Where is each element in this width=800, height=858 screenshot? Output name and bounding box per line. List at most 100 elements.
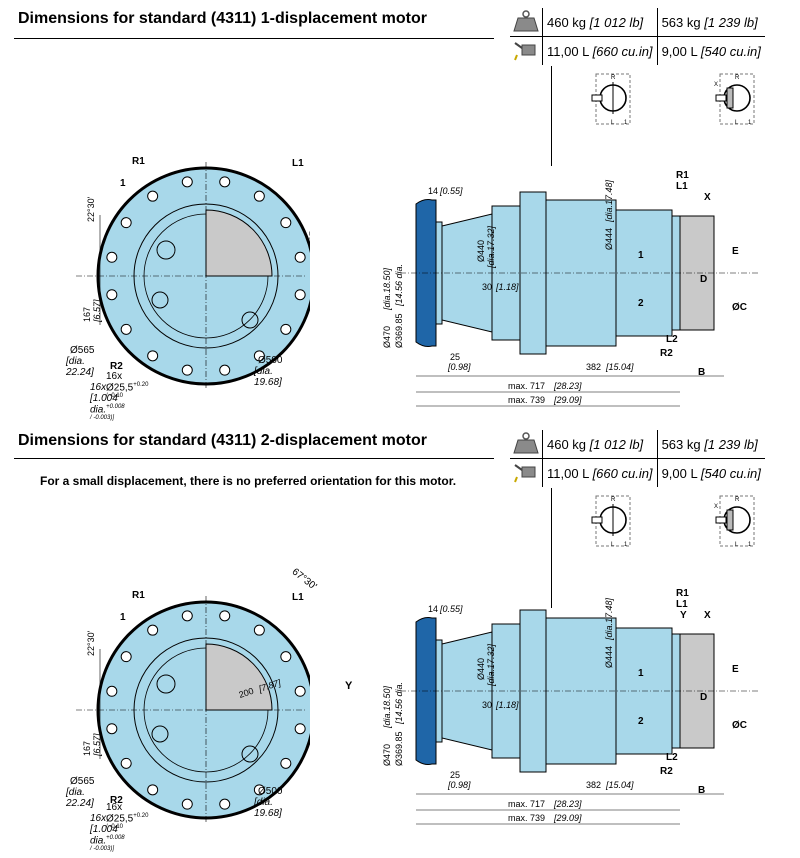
label-r2: R2 bbox=[660, 348, 673, 359]
dim-565: Ø565 bbox=[70, 776, 95, 787]
dim-500-imperial: [dia. 19.68] bbox=[254, 366, 282, 388]
weight-std: 460 kg bbox=[547, 436, 587, 452]
label-port-2: 2 bbox=[638, 716, 644, 727]
dim-30-imperial: [1.18] bbox=[495, 282, 519, 292]
dim-500-imperial: [dia. 19.68] bbox=[254, 797, 282, 819]
oil-alt-imperial: [540 cu.in] bbox=[700, 43, 761, 59]
port-label-x: X bbox=[714, 82, 718, 88]
label-port-1: 1 bbox=[638, 250, 644, 261]
dim-565-imperial: [dia. 22.24] bbox=[66, 356, 94, 378]
hole-spec-imperial: 16x [1.004 dia.+0.008 / -0.003)] bbox=[90, 382, 125, 422]
section-title: Dimensions for standard (4311) 2-displac… bbox=[18, 432, 427, 449]
label-r1: R1 bbox=[132, 590, 145, 601]
dim-14-imperial: [0.55] bbox=[439, 604, 463, 614]
bolt-hole bbox=[120, 757, 132, 769]
dim-30-imperial: [1.18] bbox=[495, 700, 519, 710]
port-label-1: 1 bbox=[624, 120, 628, 126]
label-x: X bbox=[704, 610, 711, 621]
dim-167-right: 167 bbox=[308, 231, 310, 246]
oil-can-icon bbox=[510, 37, 543, 66]
bolt-hole bbox=[294, 685, 306, 697]
label-l2: L2 bbox=[666, 334, 678, 345]
dim-max-717-imperial: [28.23] bbox=[553, 381, 582, 391]
label-x: X bbox=[704, 192, 711, 203]
weight-std-imperial: [1 012 lb] bbox=[589, 436, 644, 452]
label-r2: R2 bbox=[110, 361, 123, 372]
dim-167: 167 bbox=[82, 741, 92, 756]
label-b: B bbox=[698, 785, 705, 796]
dimension-section: Dimensions for standard (4311) 2-displac… bbox=[0, 424, 800, 852]
table-divider bbox=[551, 66, 552, 166]
label-c: ØC bbox=[732, 720, 747, 731]
bolt-hole bbox=[280, 217, 292, 229]
bolt-hole bbox=[120, 323, 132, 335]
oil-alt-imperial: [540 cu.in] bbox=[700, 465, 761, 481]
port-schematic-standard: R L 1 bbox=[591, 495, 631, 548]
side-view-drawing: 1 2 14 [0.55] Ø470 [dia.18.50] Ø369.85 [… bbox=[382, 588, 760, 825]
dim-382-imperial: [15.04] bbox=[605, 362, 634, 372]
oil-alt: 9,00 L bbox=[661, 43, 698, 59]
port-label-1: 1 bbox=[748, 542, 752, 548]
bolt-hole bbox=[294, 251, 306, 263]
label-y: Y bbox=[680, 610, 687, 621]
dim-470: Ø470 bbox=[382, 744, 392, 766]
dim-167-imperial: [6.57] bbox=[92, 299, 102, 323]
bolt-holes bbox=[106, 610, 306, 810]
dim-440-imperial: [dia.17.32] bbox=[486, 643, 496, 687]
label-l1: L1 bbox=[292, 592, 304, 603]
bolt-hole bbox=[147, 624, 159, 636]
dim-max-739-imperial: [29.09] bbox=[553, 395, 582, 405]
dim-369-imperial: [14.56 dia. bbox=[394, 264, 404, 307]
port-label-1: 1 bbox=[748, 120, 752, 126]
dim-369: Ø369.85 bbox=[394, 313, 404, 348]
dim-25-imperial: [0.98] bbox=[447, 362, 471, 372]
oil-std-imperial: [660 cu.in] bbox=[592, 43, 653, 59]
label-l2: L2 bbox=[666, 752, 678, 763]
port-label-l: L bbox=[735, 120, 739, 126]
port-label-l: L bbox=[735, 542, 739, 548]
dim-max-717: max. 717 bbox=[508, 799, 545, 809]
bolt-hole bbox=[219, 176, 231, 188]
section-note: For a small displacement, there is no pr… bbox=[40, 474, 457, 488]
label-r2: R2 bbox=[660, 766, 673, 777]
bolt-hole bbox=[280, 651, 292, 663]
port-label-r: R bbox=[735, 497, 740, 503]
bolt-hole bbox=[253, 350, 265, 362]
weight-alt-imperial: [1 239 lb] bbox=[704, 14, 758, 30]
port-schematic-alternate: X R L 1 bbox=[714, 73, 755, 126]
bolt-hole bbox=[106, 251, 118, 263]
label-d: D bbox=[700, 692, 707, 703]
oil-std: 11,00 L bbox=[547, 465, 589, 481]
dim-max-717-imperial: [28.23] bbox=[553, 799, 582, 809]
spec-table: 460 kg [1 012 lb] 563 kg [1 239 lb] 11,0… bbox=[510, 8, 765, 65]
label-d: D bbox=[700, 274, 707, 285]
label-y-front: Y bbox=[345, 680, 353, 692]
label-l1: L1 bbox=[676, 599, 688, 610]
dim-565-imperial: [dia. 22.24] bbox=[66, 787, 94, 809]
weight-icon bbox=[510, 430, 543, 459]
weight-std: 460 kg bbox=[547, 14, 587, 30]
bolt-hole bbox=[280, 757, 292, 769]
bolt-hole bbox=[280, 323, 292, 335]
dim-167: 167 bbox=[82, 307, 92, 322]
port-label-r: R bbox=[611, 497, 616, 503]
bolt-hole bbox=[181, 364, 193, 376]
dim-470: Ø470 bbox=[382, 326, 392, 348]
port-label-r: R bbox=[611, 75, 616, 81]
dim-444: Ø444 bbox=[604, 228, 614, 250]
bolt-hole bbox=[294, 289, 306, 301]
hole-spec: 16x Ø25,5+0.20 / -0.10 bbox=[106, 371, 149, 400]
bolt-hole bbox=[253, 784, 265, 796]
port-label-l: L bbox=[611, 542, 615, 548]
dim-565: Ø565 bbox=[70, 345, 95, 356]
label-c: ØC bbox=[732, 302, 747, 313]
title-underline bbox=[14, 38, 494, 39]
angle-left: 22°30' bbox=[86, 196, 96, 222]
bolt-hole bbox=[219, 610, 231, 622]
spec-table: 460 kg [1 012 lb] 563 kg [1 239 lb] 11,0… bbox=[510, 430, 765, 487]
section-title: Dimensions for standard (4311) 1-displac… bbox=[18, 10, 427, 27]
dim-369: Ø369.85 bbox=[394, 731, 404, 766]
dim-500: Ø500 bbox=[258, 786, 283, 797]
weight-icon bbox=[510, 8, 543, 37]
dim-30: 30 bbox=[482, 700, 492, 710]
